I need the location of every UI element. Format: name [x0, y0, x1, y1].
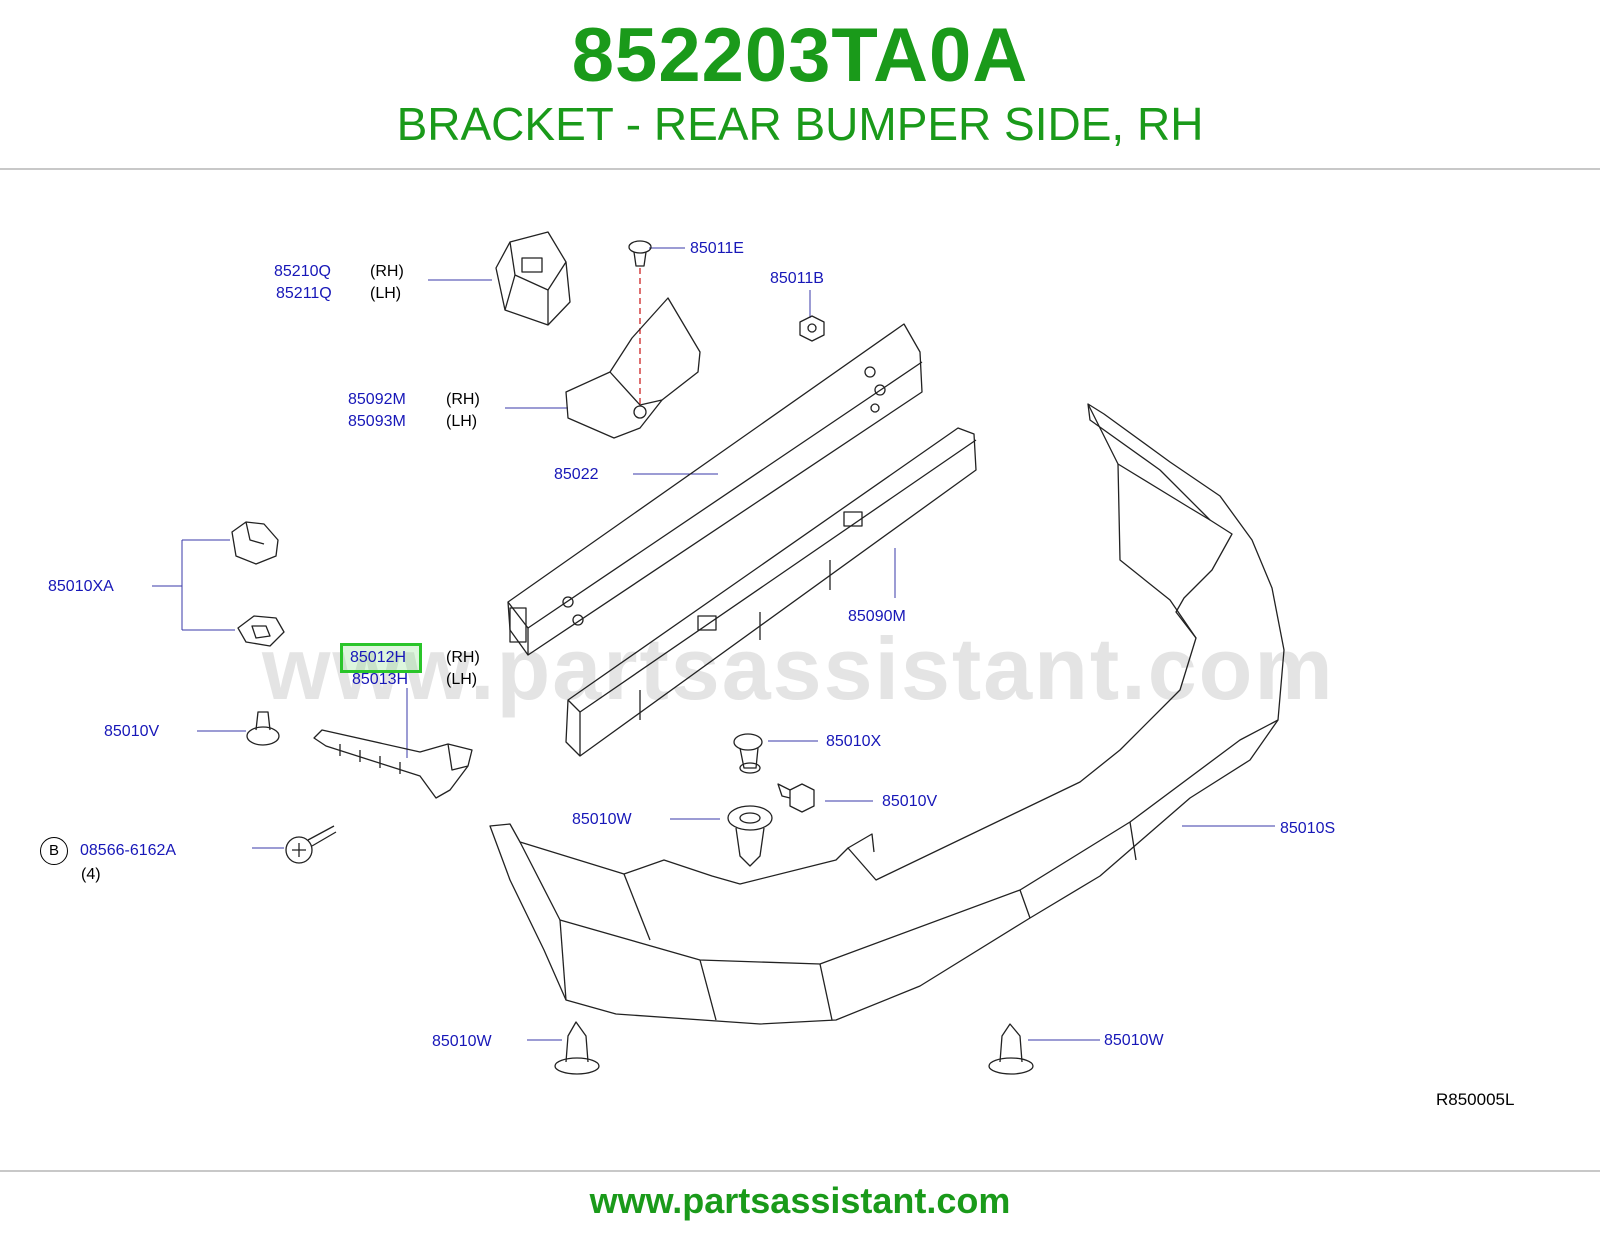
label-85210Q[interactable]: 85210Q — [274, 263, 331, 280]
label-85010W-mid[interactable]: 85010W — [572, 811, 632, 828]
callout-b-circle: B — [40, 837, 68, 865]
label-85010W-bottom-right[interactable]: 85010W — [1104, 1032, 1164, 1049]
label-85211Q[interactable]: 85211Q — [276, 285, 332, 302]
label-08566-qty: (4) — [81, 866, 101, 883]
footer-site-link[interactable]: www.partsassistant.com — [589, 1180, 1011, 1221]
label-85090M[interactable]: 85090M — [848, 608, 906, 625]
label-85013H[interactable]: 85013H — [352, 671, 409, 688]
label-85010V-right[interactable]: 85010V — [882, 793, 938, 810]
label-08566-6162A[interactable]: 08566-6162A — [80, 842, 177, 859]
highlighted-part-box — [340, 643, 422, 673]
bottom-divider — [0, 1170, 1600, 1172]
label-85092M-side: (RH) — [446, 391, 480, 408]
label-85022[interactable]: 85022 — [554, 466, 599, 483]
label-85010S[interactable]: 85010S — [1280, 820, 1336, 837]
label-85210Q-side: (RH) — [370, 263, 404, 280]
watermark: www.partsassistant.com — [262, 619, 1335, 718]
part-number-title: 852203TA0A — [571, 13, 1029, 98]
label-85211Q-side: (LH) — [370, 285, 402, 302]
part-description: BRACKET - REAR BUMPER SIDE, RH — [396, 98, 1204, 150]
label-85012H[interactable]: 85012H — [350, 649, 407, 666]
label-85013H-side: (LH) — [446, 671, 478, 688]
label-85012H-side: (RH) — [446, 649, 480, 666]
diagram-reference: R850005L — [1436, 1090, 1515, 1109]
label-85010W-bottom-left[interactable]: 85010W — [432, 1033, 492, 1050]
label-85010V-left[interactable]: 85010V — [104, 723, 160, 740]
label-85011E[interactable]: 85011E — [690, 240, 744, 257]
label-85011B[interactable]: 85011B — [770, 270, 824, 287]
label-85093M-side: (LH) — [446, 413, 478, 430]
label-85092M[interactable]: 85092M — [348, 391, 406, 408]
label-85010XA[interactable]: 85010XA — [48, 578, 114, 595]
top-divider — [0, 168, 1600, 170]
label-85010X[interactable]: 85010X — [826, 733, 882, 750]
label-85093M[interactable]: 85093M — [348, 413, 406, 430]
